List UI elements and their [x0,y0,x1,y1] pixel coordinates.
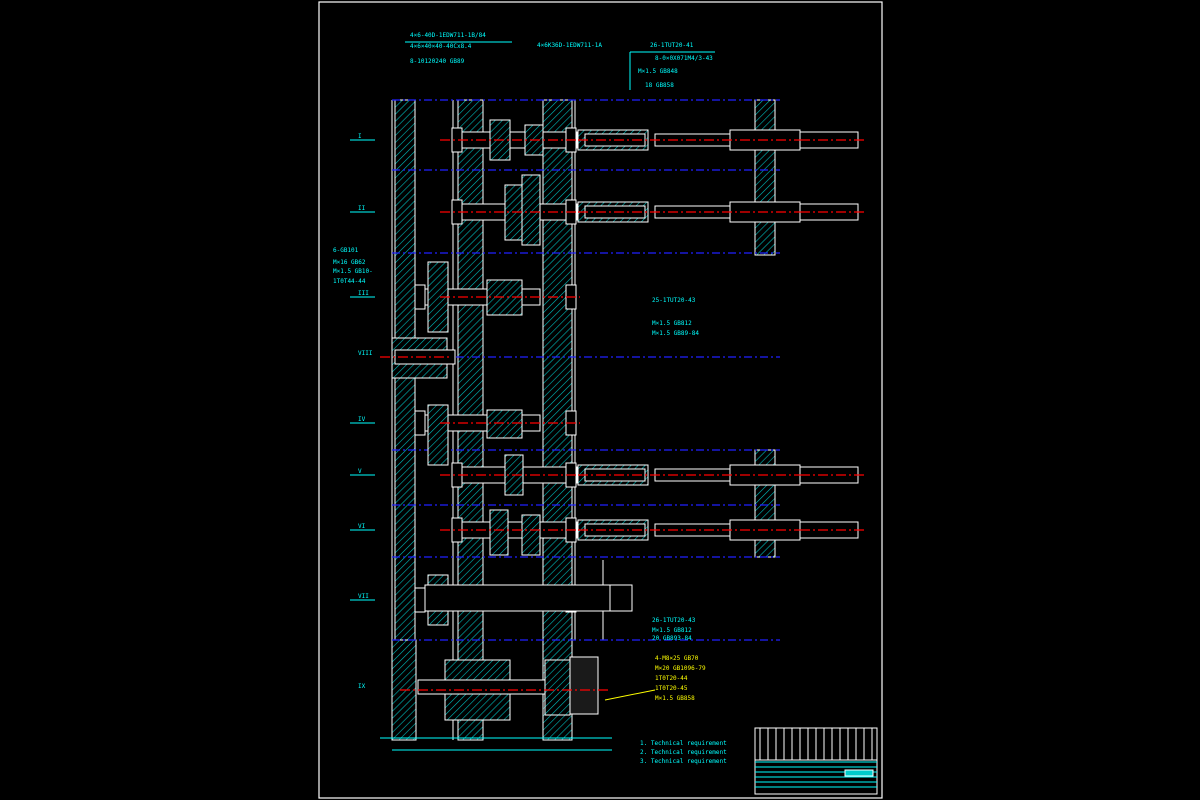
callout-text-yellow: M×1.5 GB858 [655,695,695,702]
callout-text: M×1.5 GB10- [333,268,373,275]
callout-text: 26-1TUT20-43 [652,617,696,624]
bearing [414,587,426,613]
callout-text: 1T0T44-44 [333,278,366,285]
gear [486,409,523,439]
callout-text: 4×6-40D-1EDW711-1B/84 [410,32,486,39]
callout-text: 8-10120240 GB89 [410,58,465,65]
callout-text: 26-1TUT20-41 [650,42,694,49]
callout-text-yellow: 4-M8×25 GB70 [655,655,699,662]
shaft-label: VI [358,523,366,530]
technical-note: 3. Technical requirement [640,758,727,765]
shaft-label: IV [358,416,366,423]
shaft-label: III [358,290,369,297]
gear [427,404,449,466]
bearing [414,410,426,436]
leader [604,689,656,701]
motor [569,656,599,715]
callout-text: M×1.5 GB812 [652,627,692,634]
drawing-frame [318,1,883,799]
callout-text-yellow: 1T0T20-45 [655,685,688,692]
callout-text: M×1.5 GB848 [638,68,678,75]
callout-text: 20 GB893-84 [652,635,692,642]
callout-text: M×16 GB62 [333,259,366,266]
callout-text: M×1.5 GB812 [652,320,692,327]
gear [521,174,541,246]
spindle-plate-upper [754,99,776,256]
shaft-label: VIII [358,350,373,357]
gear [521,514,541,556]
motor-shaft [417,679,549,695]
technical-note: 2. Technical requirement [640,749,727,756]
shaft-label: I [358,133,362,140]
callout-text-yellow: M×20 GB1096-79 [655,665,706,672]
callout-text-yellow: 1T0T20-44 [655,675,688,682]
title-name [844,769,874,777]
callout-text: 25-1TUT20-43 [652,297,696,304]
shaft-label: V [358,468,362,475]
callout-text: 18 GB858 [645,82,674,89]
bearing [414,284,426,310]
shaft-label: IX [358,683,366,690]
callout-text: 6-GB101 [333,247,359,254]
callout-text: 4×6×40×40-40Cx8.4 [410,43,472,50]
technical-note: 1. Technical requirement [640,740,727,747]
shaft-label: VII [358,593,369,600]
gear [489,509,509,556]
callout-text: M×1.5 GB89-84 [652,330,699,337]
output-shaft [424,584,611,612]
shaft-label: II [358,205,366,212]
motor-mount [544,659,571,716]
callout-text: 4×6K36D-1EDW711-1A [537,42,602,49]
output-coupling [609,584,633,612]
callout-text: 8-0×0X071M4/3-43 [655,55,713,62]
